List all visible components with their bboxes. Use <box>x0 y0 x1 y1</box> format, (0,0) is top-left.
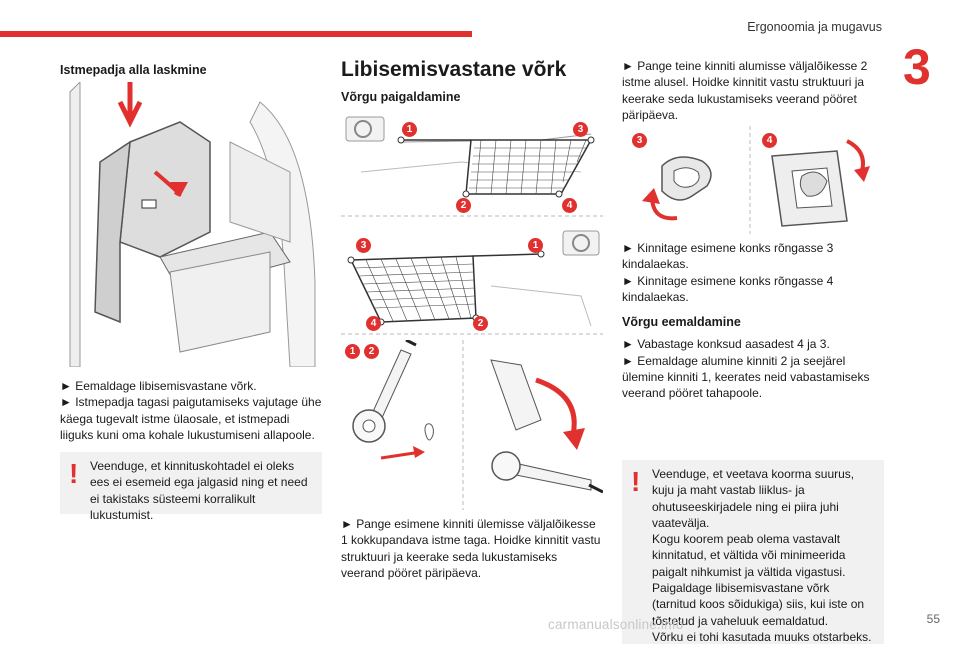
middle-text: ► Pange esimene kinniti ülemisse väljalõ… <box>341 516 603 581</box>
seat-illustration <box>60 82 322 367</box>
left-step-1: ► Eemaldage libisemisvastane võrk. <box>60 379 257 393</box>
warning-icon: ! <box>69 458 79 489</box>
right-top-text: ► Pange teine kinniti alumisse väljalõik… <box>622 58 884 123</box>
middle-title: Libisemisvastane võrk <box>341 58 567 81</box>
right-remove-1: ► Vabastage konksud aasadest 4 ja 3. <box>622 337 830 352</box>
ring-illustration <box>622 126 884 234</box>
badge-2-mid: 2 <box>473 316 488 331</box>
right-remove-2: ► Eemaldage alumine kinniti 2 ja seejäre… <box>622 353 870 401</box>
right-warning-text: Veenduge, et veetava koorma suurus, kuju… <box>652 467 872 644</box>
badge-3-ring: 3 <box>632 133 647 148</box>
badge-1-mid: 1 <box>528 238 543 253</box>
badge-3-mid: 3 <box>356 238 371 253</box>
right-step-hook3: ► Kinnitage esimene konks rõngasse 3 kin… <box>622 241 834 272</box>
left-warning-text: Veenduge, et kinnituskohtadel ei oleks e… <box>90 459 308 522</box>
badge-2-fastener: 2 <box>364 344 379 359</box>
top-accent-bar <box>0 31 472 37</box>
badge-4-top: 4 <box>562 198 577 213</box>
badge-1-top: 1 <box>402 122 417 137</box>
net-illustration-bottom <box>341 226 603 336</box>
badge-2-top: 2 <box>456 198 471 213</box>
badge-3-top: 3 <box>573 122 588 137</box>
fastener-illustration <box>341 340 603 510</box>
middle-step: ► Pange esimene kinniti ülemisse väljalõ… <box>341 517 601 580</box>
warning-icon: ! <box>631 466 641 497</box>
watermark: carmanualsonline.info <box>548 617 684 632</box>
left-column: Istmepadja alla laskmine <box>60 62 322 78</box>
chapter-number: 3 <box>903 39 931 95</box>
net-illustration-top <box>341 112 603 222</box>
right-warning-box: ! Veenduge, et veetava koorma suurus, ku… <box>622 460 884 644</box>
right-step-hook4: ► Kinnitage esimene konks rõngasse 4 kin… <box>622 273 834 304</box>
right-text: ► Kinnitage esimene konks rõngasse 3 kin… <box>622 240 884 402</box>
left-step-2: ► Istmepadja tagasi paigutamiseks vajuta… <box>60 395 322 442</box>
middle-subheading: Võrgu paigaldamine <box>341 90 461 104</box>
middle-column: Libisemisvastane võrk Võrgu paigaldamine <box>341 58 603 105</box>
badge-4-ring: 4 <box>762 133 777 148</box>
badge-1-fastener: 1 <box>345 344 360 359</box>
chapter-title: Ergonoomia ja mugavus <box>747 20 882 34</box>
left-heading: Istmepadja alla laskmine <box>60 63 207 77</box>
right-subheading: Võrgu eemaldamine <box>622 315 741 330</box>
badge-4-mid: 4 <box>366 316 381 331</box>
left-text: ► Eemaldage libisemisvastane võrk. ► Ist… <box>60 378 322 443</box>
left-warning-box: ! Veenduge, et kinnituskohtadel ei oleks… <box>60 452 322 522</box>
right-step-top: ► Pange teine kinniti alumisse väljalõik… <box>622 59 868 122</box>
page-number: 55 <box>926 612 940 626</box>
